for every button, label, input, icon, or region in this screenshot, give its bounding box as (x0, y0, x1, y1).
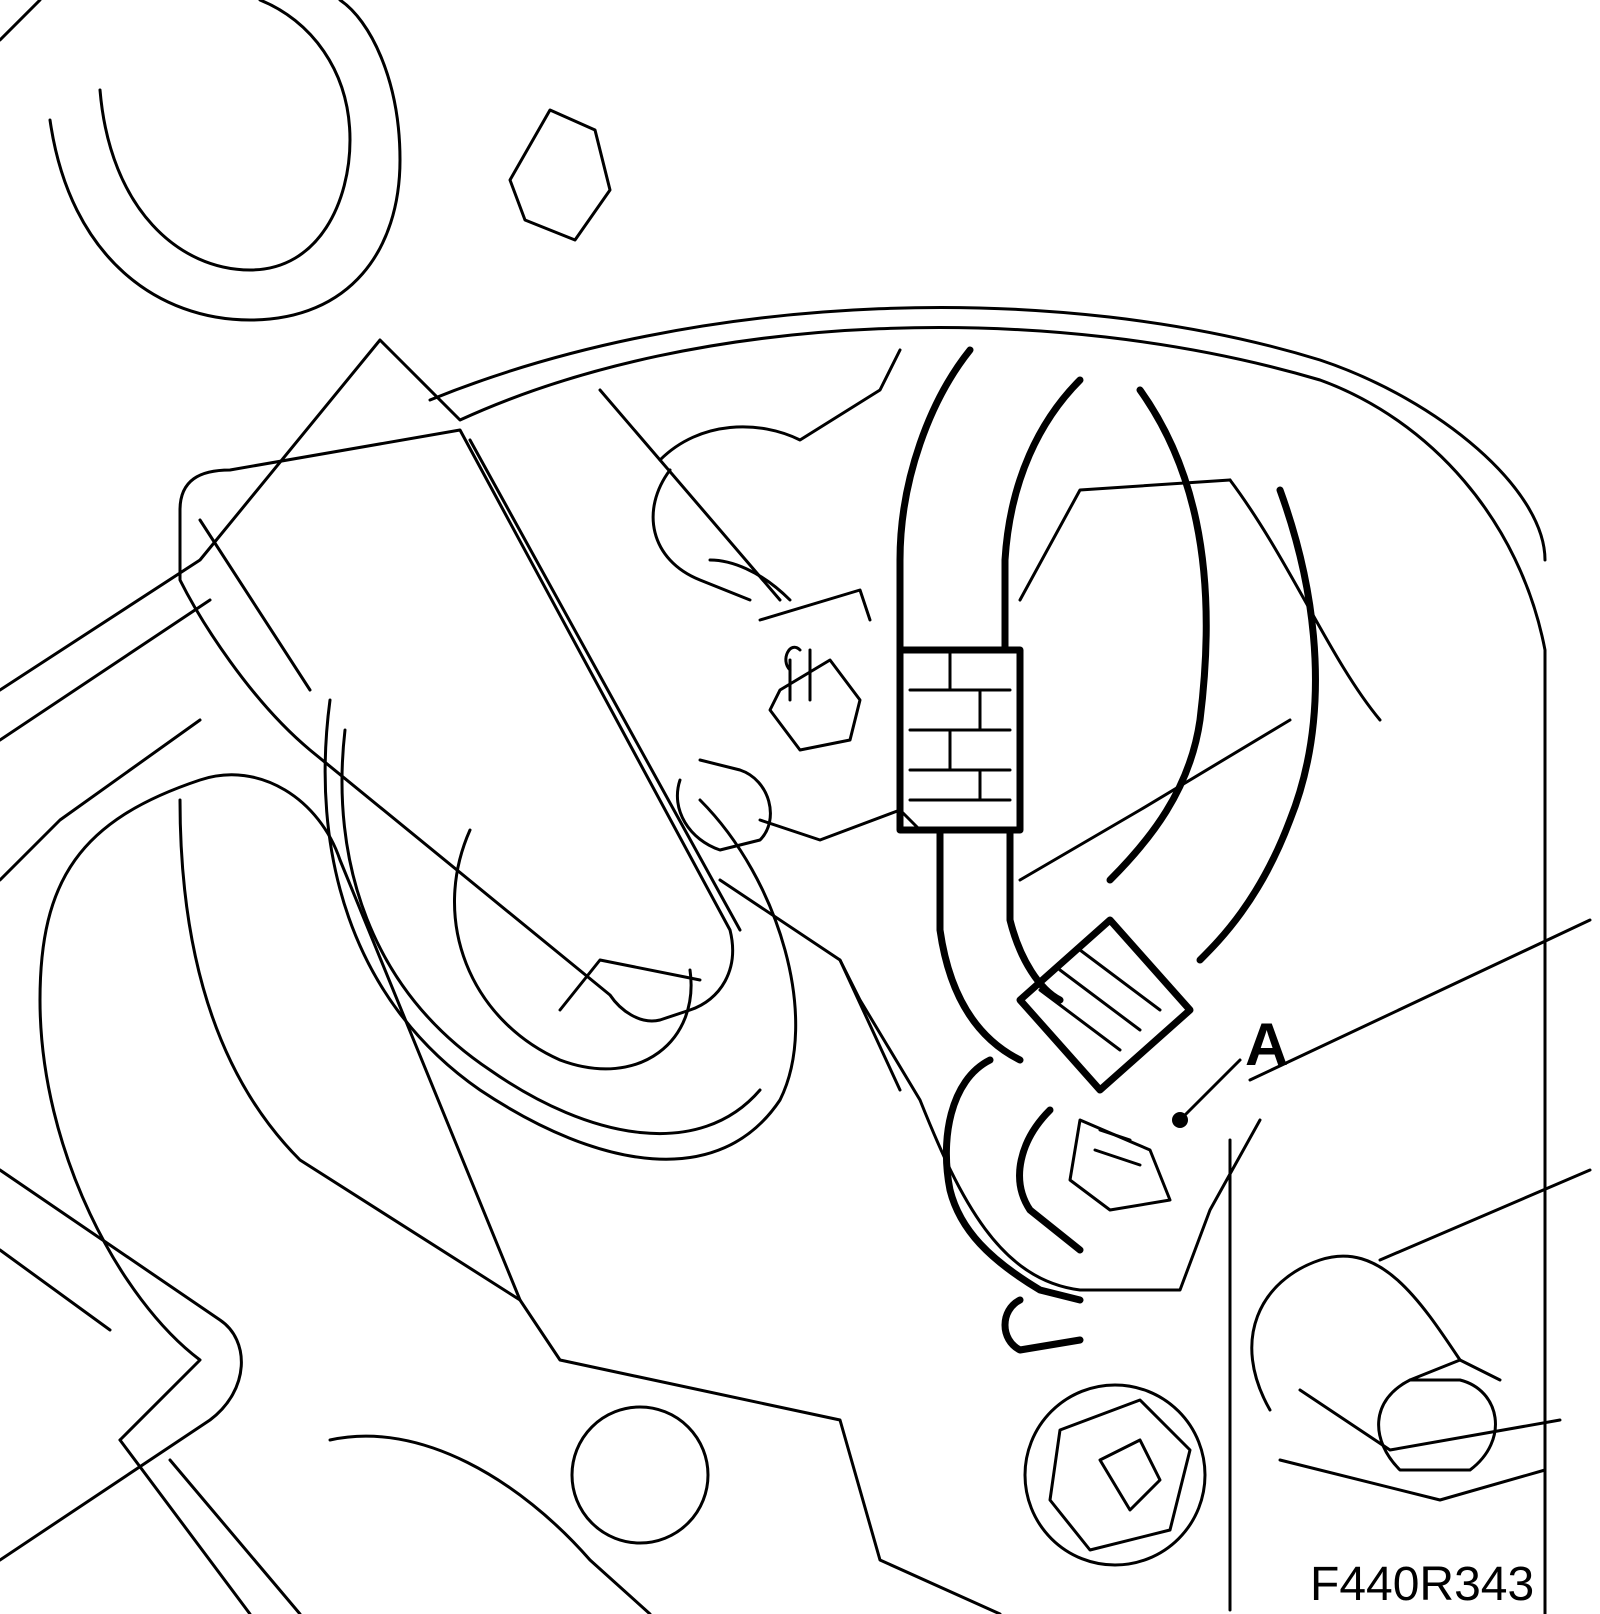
union-fitting (1068, 1118, 1172, 1212)
stud-nut-left (675, 558, 862, 852)
left-housing (0, 773, 1002, 1614)
hose-ferrule-upper (896, 646, 1024, 834)
round-plug (570, 1405, 710, 1545)
center-body (598, 348, 1592, 1612)
callout-a: A (1172, 1011, 1288, 1128)
pulley-outline (323, 698, 798, 1161)
hex-bolt-head (508, 108, 612, 242)
hose-assembly (896, 346, 1319, 1354)
right-plug (1377, 1358, 1502, 1472)
upper-cover-outline (0, 0, 1547, 1614)
bottom-bolt (1023, 1383, 1207, 1567)
hose-ferrule-lower (1016, 916, 1194, 1094)
mounting-bracket (178, 428, 742, 1023)
figure-code: F440R343 (1310, 1558, 1534, 1611)
callout-label: A (1245, 1011, 1288, 1078)
